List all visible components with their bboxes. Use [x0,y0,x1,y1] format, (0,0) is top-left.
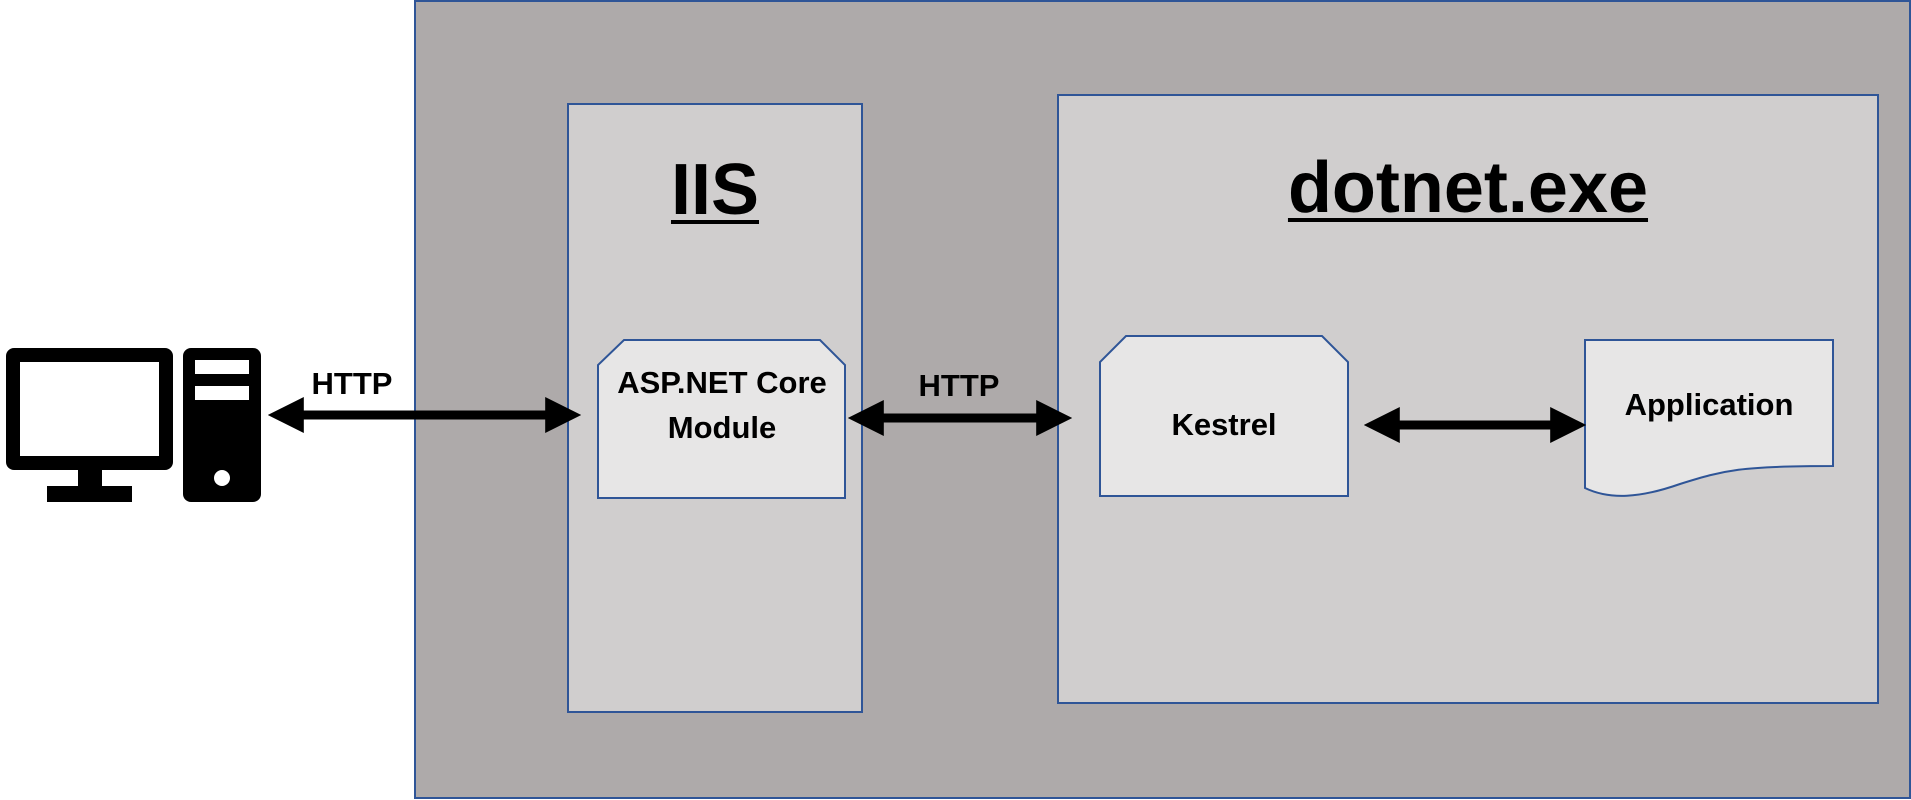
kestrel-shape [1099,335,1349,497]
desktop-computer-icon [6,348,261,502]
aspnet-core-module-label: ASP.NET Core Module [617,365,827,445]
iis-title: IIS [670,150,760,230]
iis-dotnet-http-label: HTTP [918,368,1000,403]
dotnet-title: dotnet.exe [1287,148,1649,228]
client-http-label: HTTP [311,366,393,401]
application-label: Application [1624,387,1794,422]
kestrel-label: Kestrel [1171,407,1277,442]
application-document-shape [1584,339,1834,497]
aspnet-core-module-shape [597,339,846,499]
